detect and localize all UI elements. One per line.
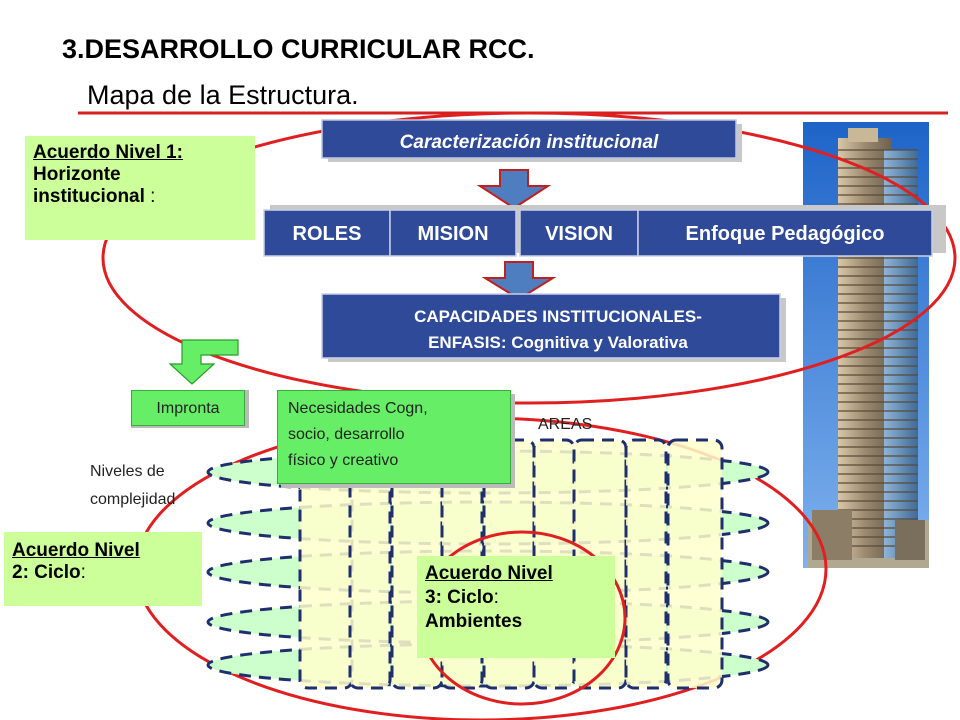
area-column (666, 438, 724, 690)
down-arrow-icon (476, 169, 552, 210)
vision-label: VISION (545, 223, 613, 245)
necesidades-line2: socio, desarrollo (288, 426, 405, 443)
acuerdo2-line2: 2: Ciclo (12, 562, 81, 583)
capacidades-line1: CAPACIDADES INSTITUCIONALES- (414, 307, 702, 326)
page-title: 3.DESARROLLO CURRICULAR RCC. (62, 34, 535, 64)
institutional-label: Caracterización institucional (400, 132, 659, 153)
acuerdo-nivel-2-box: Acuerdo Nivel 2: Ciclo: (4, 532, 202, 606)
roles-label: ROLES (293, 223, 362, 245)
acuerdo-nivel-3-box: Acuerdo Nivel 3: Ciclo: Ambientes (417, 556, 615, 658)
green-arrow-icon (168, 339, 239, 385)
acuerdo2-line1: Acuerdo Nivel (12, 540, 140, 561)
necesidades-line1: Necesidades Cogn, (288, 400, 428, 417)
page-subtitle: Mapa de la Estructura. (87, 80, 359, 110)
acuerdo3-line2: 3: Ciclo (425, 587, 494, 608)
area-column (624, 438, 668, 690)
building-photo-icon (803, 122, 929, 568)
acuerdo2-suffix: : (80, 562, 86, 583)
enfoque-label: Enfoque Pedagógico (686, 223, 885, 245)
acuerdo3-suffix: : (493, 587, 499, 608)
down-arrow-icon (481, 261, 557, 301)
level1-ellipse (101, 111, 957, 405)
mision-label: MISION (417, 223, 488, 245)
acuerdo-nivel-1-box: Acuerdo Nivel 1: Horizonte institucional… (25, 136, 255, 240)
necesidades-box[interactable]: Necesidades Cogn, socio, desarrollo físi… (277, 390, 511, 484)
acuerdo1-suffix: : (144, 186, 156, 207)
institutional-button[interactable]: Caracterización institucional (321, 119, 742, 162)
acuerdo1-line3: institucional (33, 186, 145, 207)
necesidades-line3: físico y creativo (288, 452, 399, 469)
areas-label: AREAS (538, 416, 593, 433)
acuerdo1-line2: Horizonte (33, 164, 121, 185)
niveles-line2: complejidad (90, 491, 176, 508)
niveles-line1: Niveles de (90, 463, 165, 480)
capacidades-box[interactable]: CAPACIDADES INSTITUCIONALES- ENFASIS: Co… (321, 293, 786, 362)
enfoque-button[interactable] (637, 209, 933, 257)
impronta-box[interactable]: Impronta (131, 390, 245, 426)
acuerdo3-line3: Ambientes (425, 611, 523, 632)
niveles-label: Niveles de complejidad (90, 458, 175, 514)
roles-row: ROLES MISION VISION Enfoque Pedagógico (263, 205, 946, 257)
mision-button[interactable] (389, 209, 517, 257)
acuerdo1-line1: Acuerdo Nivel 1: (33, 142, 183, 163)
capacidades-line2: ENFASIS: Cognitiva y Valorativa (428, 333, 688, 352)
vision-button[interactable] (519, 209, 639, 257)
roles-button[interactable] (263, 209, 391, 257)
acuerdo3-line1: Acuerdo Nivel (425, 563, 553, 584)
